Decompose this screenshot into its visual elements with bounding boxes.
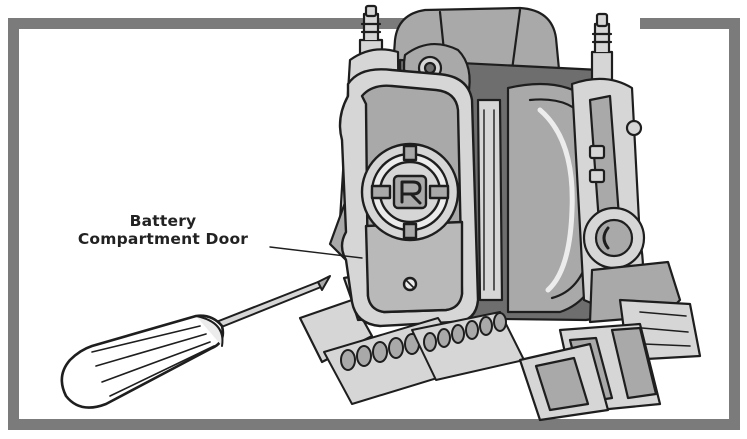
- callout-leader-line: [269, 246, 363, 259]
- screwdriver-icon: [60, 275, 331, 409]
- callout-line-2: Compartment Door: [77, 230, 249, 248]
- emblem-letter-r: [400, 180, 422, 205]
- ammo-strip-right: [411, 311, 525, 381]
- battery-door-callout: Battery Compartment Door: [58, 212, 268, 248]
- frame-border: [8, 18, 740, 430]
- battery-compartment-door: [338, 68, 480, 328]
- callout-line-1: Battery: [129, 212, 197, 230]
- robot-base: [518, 342, 610, 422]
